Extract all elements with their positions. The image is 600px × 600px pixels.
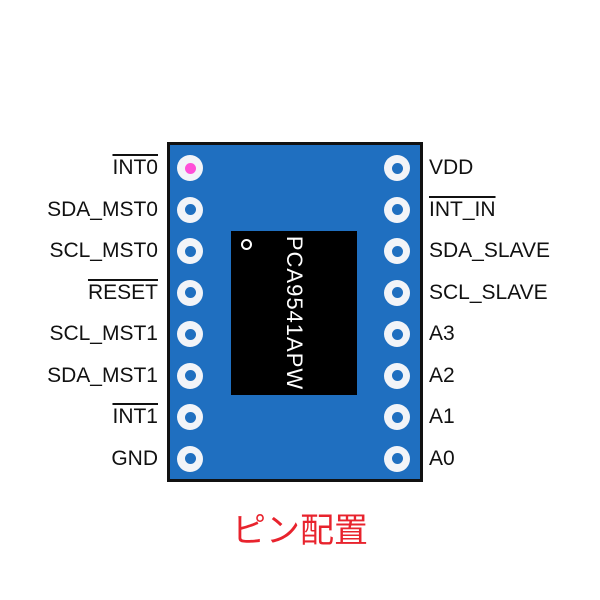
right-pin-pad-1 xyxy=(384,155,410,181)
right-pin-pad-7 xyxy=(384,404,410,430)
left-pin-label-4: RESET xyxy=(87,280,158,304)
left-pin-pad-5 xyxy=(177,321,203,347)
left-pin-label-5: SCL_MST1 xyxy=(49,322,158,345)
left-pin-label-2: SDA_MST0 xyxy=(47,197,158,221)
right-pin-label-6: A2 xyxy=(429,363,455,387)
left-pin-label-3: SCL_MST0 xyxy=(49,239,158,262)
left-pin-pad-8 xyxy=(177,445,203,472)
right-pin-pad-2 xyxy=(384,196,410,223)
right-pin-label-8: A0 xyxy=(429,446,455,470)
left-pin-pad-3 xyxy=(177,238,203,264)
right-pin-pad-6 xyxy=(384,362,410,389)
right-pin-pad-3 xyxy=(384,238,410,264)
left-pin-pad-2 xyxy=(177,196,203,223)
chip-part-number: PCA9541APW xyxy=(282,235,307,391)
ic-chip: PCA9541APW xyxy=(231,231,357,395)
right-pin-label-4: SCL_SLAVE xyxy=(429,280,548,304)
left-pin-label-8: GND xyxy=(111,446,158,470)
right-pin-label-3: SDA_SLAVE xyxy=(429,239,551,262)
left-pin-pad-6 xyxy=(177,362,203,389)
right-pin-pad-4 xyxy=(384,279,410,306)
right-pin-label-1: VDD xyxy=(429,156,474,179)
left-pin-pad-1 xyxy=(177,155,203,181)
right-pin-pad-8 xyxy=(384,445,410,472)
diagram-caption: ピン配置 xyxy=(232,511,368,551)
right-pin-label-7: A1 xyxy=(429,405,455,428)
left-pin-pad-7 xyxy=(177,404,203,430)
left-pin-label-1: INT0 xyxy=(112,156,158,179)
left-pin-label-6: SDA_MST1 xyxy=(47,363,158,387)
right-pin-label-5: A3 xyxy=(429,322,455,345)
right-pin-label-2: INT_IN xyxy=(429,197,496,221)
left-pin-pad-4 xyxy=(177,279,203,306)
left-pin-label-7: INT1 xyxy=(112,405,158,428)
pin1-orientation-dot xyxy=(241,239,252,250)
right-pin-pad-5 xyxy=(384,321,410,347)
